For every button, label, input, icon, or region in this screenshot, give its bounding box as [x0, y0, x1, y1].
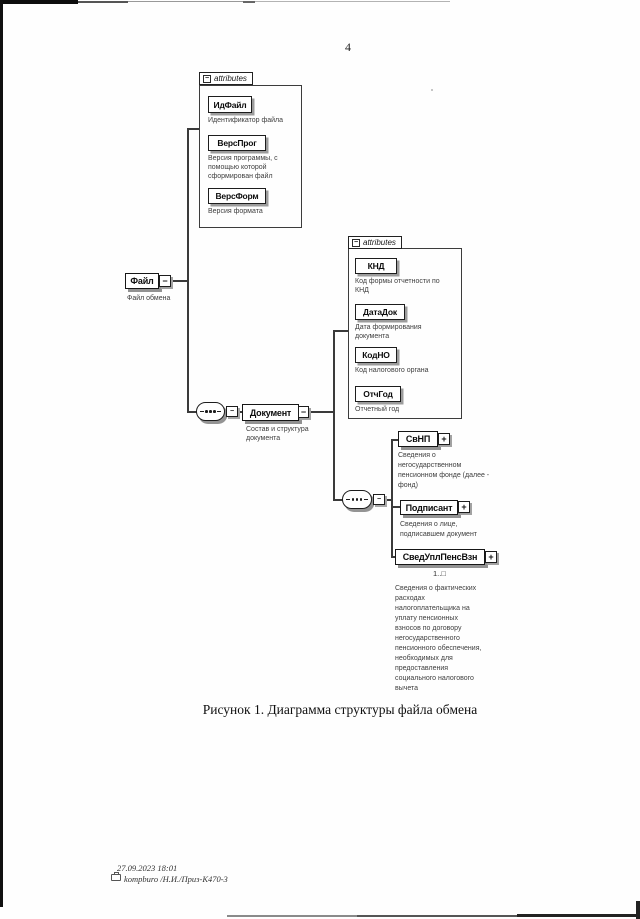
tree-line	[171, 280, 188, 282]
tree-line	[333, 499, 343, 501]
tree-line	[391, 556, 396, 558]
scan-edge-top	[243, 1, 255, 3]
tree-line	[333, 330, 348, 332]
expand-icon: +	[458, 501, 470, 513]
attribute-desc: Код налогового органа	[355, 367, 429, 374]
tree-line	[309, 411, 334, 413]
attribute-desc: Версия программы, с помощью которой сфор…	[208, 155, 278, 180]
scan-edge-bottom	[517, 914, 640, 917]
tree-line	[187, 128, 189, 412]
element-desc: Сведения о лице, подписавшем документ	[400, 521, 478, 538]
attribute-node-otchgod: ОтчГод	[355, 386, 401, 402]
collapse-icon: −	[203, 74, 211, 83]
scan-edge-top	[128, 1, 243, 2]
collapse-icon: −	[298, 406, 309, 418]
attributes-label: attributes	[363, 238, 396, 247]
expand-icon: +	[438, 433, 450, 445]
file-attributes-frame	[199, 85, 302, 228]
scan-speck	[431, 89, 433, 91]
print-stamp-text: kompburo /Н.И./Приз-К470-3	[124, 874, 228, 884]
attribute-node-datadok: ДатаДок	[355, 304, 405, 320]
element-desc: Сведения о фактических расходах налогопл…	[395, 585, 482, 692]
scan-edge-top	[0, 0, 78, 4]
collapse-icon: −	[159, 275, 171, 287]
document-attributes-frame	[348, 248, 462, 419]
element-desc: Состав и структура документа	[246, 426, 309, 442]
scan-edge-left	[0, 0, 3, 907]
element-node-podpisant: Подписант	[400, 500, 458, 515]
element-desc: Сведения о негосударственном пенсионном …	[398, 452, 490, 489]
figure-caption: Рисунок 1. Диаграмма структуры файла обм…	[202, 702, 478, 717]
tree-line	[333, 330, 335, 500]
expand-icon: +	[485, 551, 497, 563]
scan-edge-bottom	[357, 915, 517, 917]
attribute-desc: Версия формата	[208, 208, 263, 215]
tree-line	[187, 128, 200, 130]
element-node-sveduplpensvzn: СведУплПенсВзн	[395, 549, 485, 565]
sequence-icon	[196, 402, 225, 421]
print-timestamp: 27.09.2023 18:01	[117, 863, 178, 873]
attribute-node-versprog: ВерсПрог	[208, 135, 266, 151]
attribute-node-kodno: КодНО	[355, 347, 397, 363]
attribute-node-knd: КНД	[355, 258, 397, 274]
scan-edge-corner	[636, 901, 640, 919]
scan-edge-top	[255, 1, 450, 2]
element-node-file: Файл	[125, 273, 159, 289]
collapse-icon: −	[373, 494, 385, 505]
attributes-label: attributes	[214, 74, 247, 83]
cardinality-label: 1..□	[433, 569, 446, 578]
file-attributes-tab: − attributes	[199, 72, 253, 85]
scan-edge-top	[78, 1, 128, 3]
attribute-desc: Дата формирования документа	[355, 324, 422, 340]
attribute-node-versform: ВерсФорм	[208, 188, 266, 204]
collapse-icon: −	[352, 238, 360, 247]
element-desc: Файл обмена	[127, 295, 171, 302]
collapse-icon: −	[226, 406, 238, 417]
tree-line	[238, 411, 242, 413]
attribute-desc: Идентификатор файла	[208, 117, 284, 124]
tree-line	[385, 499, 392, 501]
attribute-desc: Код формы отчетности по КНД	[355, 278, 440, 294]
tree-line	[187, 411, 197, 413]
element-node-document: Документ	[242, 404, 299, 421]
print-stamp: kompburo /Н.И./Приз-К470-3	[111, 872, 228, 884]
tree-line	[391, 506, 401, 508]
document-attributes-tab: − attributes	[348, 236, 402, 249]
sequence-icon	[342, 490, 372, 509]
attribute-node-idfile: ИдФайл	[208, 96, 252, 113]
printer-icon	[111, 872, 121, 881]
tree-line	[391, 439, 393, 558]
scan-edge-bottom	[227, 915, 357, 917]
page-number: 4	[345, 40, 351, 54]
tree-line	[391, 439, 399, 441]
attribute-desc: Отчетный год	[355, 406, 400, 413]
element-node-svnp: СвНП	[398, 431, 438, 447]
